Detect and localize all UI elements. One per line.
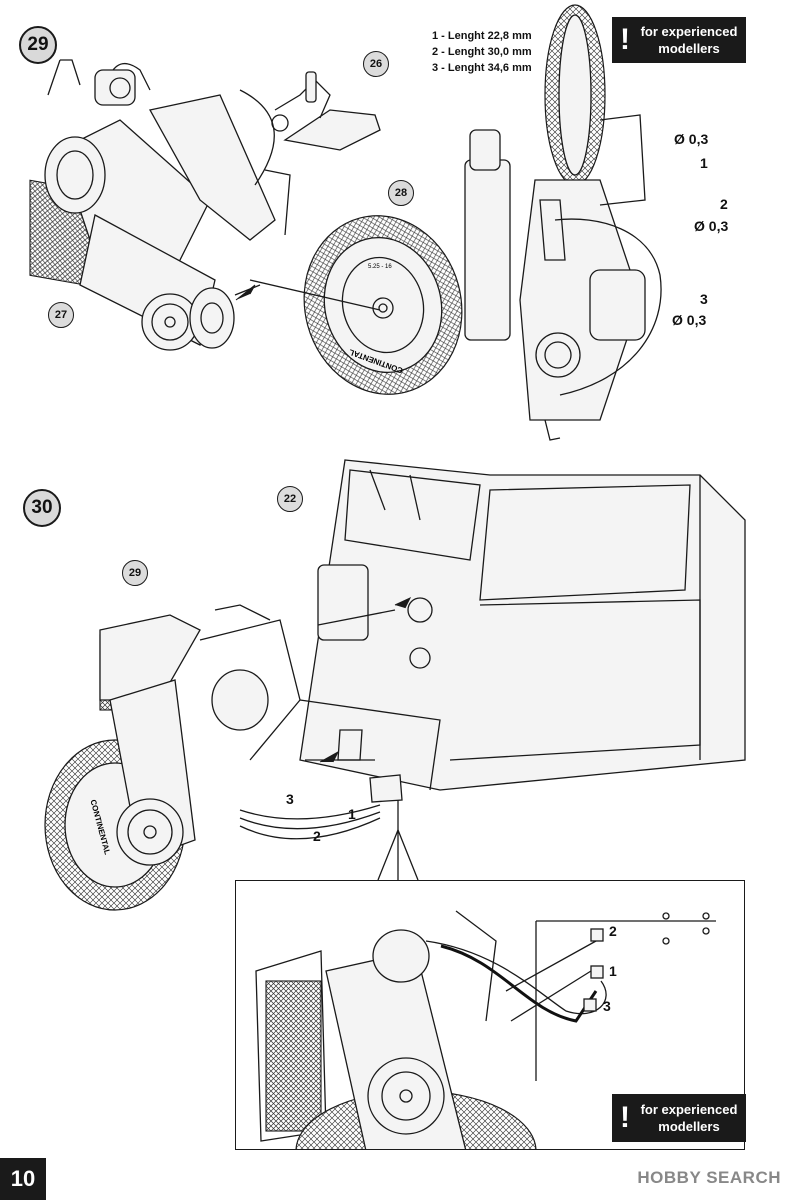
detail-drawing — [255, 910, 716, 1149]
engine-29-in-step30-drawing — [44, 604, 381, 911]
wire-length-item: 3 - Lenght 34,6 mm — [432, 62, 532, 74]
detail-label-2: 2 — [609, 923, 617, 939]
wire-length-list: 1 - Lenght 22,8 mm 2 - Lenght 30,0 mm 3 … — [432, 28, 532, 76]
page-number: 10 — [0, 1158, 46, 1200]
step30-wire-label-2: 2 — [313, 828, 321, 844]
warning-icon: ! — [620, 23, 630, 56]
detail-label-3: 3 — [603, 998, 611, 1014]
step30-wire-label-3: 3 — [286, 791, 294, 807]
part-number-27: 27 — [48, 302, 74, 328]
diameter-label-1: Ø 0,3 — [674, 131, 709, 147]
wire-label-1: 1 — [700, 155, 708, 171]
warning-icon: ! — [620, 1101, 630, 1134]
part-number-29: 29 — [122, 560, 148, 586]
wire-label-2: 2 — [720, 196, 728, 212]
wire-length-item: 1 - Lenght 22,8 mm — [432, 30, 532, 42]
watermark-text: HOBBY SEARCH — [637, 1168, 781, 1187]
tire-size-text: 5.25 - 16 — [368, 264, 392, 270]
wire-length-item: 2 - Lenght 30,0 mm — [432, 46, 532, 58]
engine-assembly-drawing — [29, 59, 291, 351]
step-number-30: 30 — [23, 489, 61, 527]
assembled-rear-view-drawing — [464, 4, 662, 441]
detail-inset: 2 1 3 — [235, 880, 745, 1150]
diameter-label-3: Ø 0,3 — [672, 312, 707, 328]
part-26-drawing — [271, 71, 381, 151]
wheel-28-drawing — [235, 215, 463, 395]
cab-drawing — [299, 459, 746, 803]
wire-label-3: 3 — [700, 291, 708, 307]
diameter-label-2: Ø 0,3 — [694, 218, 729, 234]
step30-wire-label-1: 1 — [348, 806, 356, 822]
detail-label-1: 1 — [609, 963, 617, 979]
part-number-22: 22 — [277, 486, 303, 512]
part-number-26: 26 — [363, 51, 389, 77]
part-number-28: 28 — [388, 180, 414, 206]
step-number-29: 29 — [19, 26, 57, 64]
